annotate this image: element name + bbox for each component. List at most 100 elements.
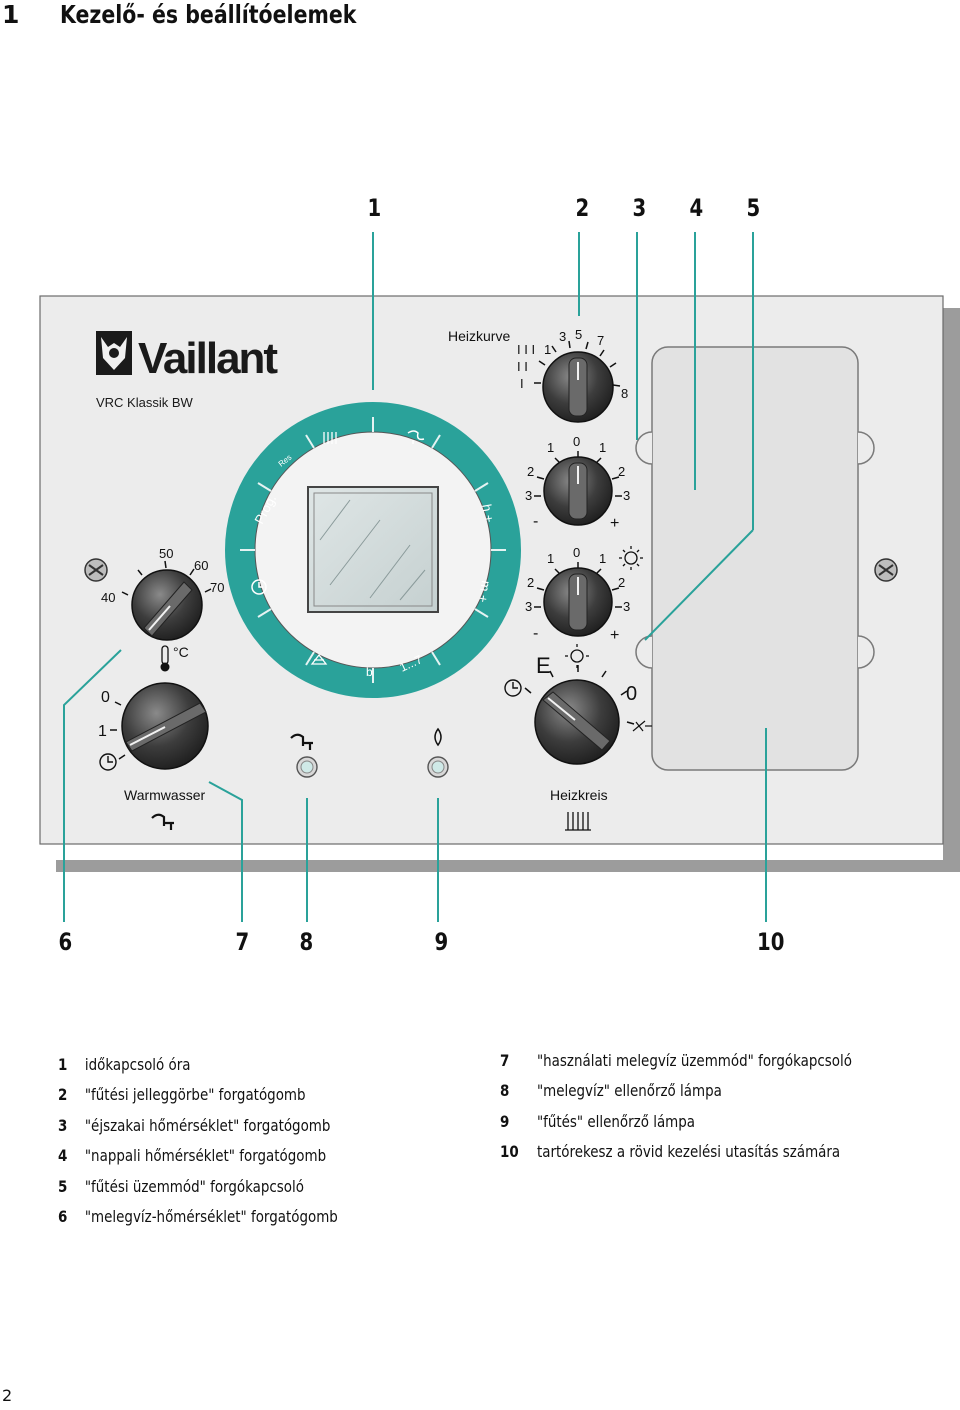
legend-item: 6"melegvíz-hőmérséklet" forgatógomb: [58, 1207, 338, 1227]
heizkurve-knob[interactable]: [542, 351, 614, 423]
callout-1: 1: [367, 194, 382, 222]
night-temp-knob[interactable]: [543, 456, 613, 526]
legend-right: 7"használati melegvíz üzemmód" forgókapc…: [500, 1046, 852, 1168]
svg-text:40: 40: [101, 590, 115, 605]
brand-text: Vaillant: [138, 334, 278, 383]
svg-text:-: -: [533, 513, 538, 530]
svg-text:+: +: [610, 515, 619, 532]
svg-text:1: 1: [547, 551, 554, 566]
warmwasser-label: Warmwasser: [124, 787, 205, 803]
legend-item: 9"fűtés" ellenőrző lámpa: [500, 1111, 696, 1131]
frost-icon: [632, 720, 652, 732]
svg-text:1: 1: [599, 551, 606, 566]
legend-item: 2"fűtési jelleggörbe" forgatógomb: [58, 1085, 306, 1105]
section-title: Kezelő- és beállítóelemek: [60, 0, 357, 29]
svg-text:60: 60: [194, 558, 208, 573]
legend-item: 8"melegvíz" ellenőrző lámpa: [500, 1081, 722, 1101]
storage-compartment: [635, 346, 875, 771]
b-label: b: [366, 665, 373, 679]
svg-text:3: 3: [623, 488, 630, 503]
lamp-tap-icon: [290, 733, 313, 750]
flame-icon: [434, 727, 442, 747]
clock-icon: [251, 579, 267, 595]
svg-text:1: 1: [547, 440, 554, 455]
ww-mode-zero: 0: [101, 689, 110, 706]
day-temp-knob[interactable]: [543, 567, 613, 637]
svg-text:3: 3: [525, 599, 532, 614]
svg-text:3: 3: [525, 488, 532, 503]
model-label: VRC Klassik BW: [96, 395, 194, 410]
callout-3: 3: [632, 194, 647, 222]
ww-ticks: [121, 560, 212, 596]
vaillant-logo: Vaillant: [96, 331, 280, 383]
night-scale: 1 0 1 2 2 3 3 - +: [525, 434, 630, 532]
svg-text:2: 2: [527, 575, 534, 590]
legend-item: 3"éjszakai hőmérséklet" forgatógomb: [58, 1115, 331, 1135]
screw-left: [84, 558, 108, 582]
callout-8: 8: [299, 928, 314, 956]
hour-plus-label: h +: [479, 503, 497, 524]
svg-text:5: 5: [575, 327, 582, 342]
mode-ticks: [524, 665, 635, 725]
page-number: 2: [2, 1386, 13, 1405]
svg-text:2: 2: [527, 464, 534, 479]
callout-6: 6: [58, 928, 73, 956]
callout-5: 5: [746, 194, 761, 222]
callout-10: 10: [757, 928, 785, 956]
timer-clock[interactable]: Prog. Res h + m + 1...7 b: [225, 402, 521, 698]
svg-text:0: 0: [573, 545, 580, 560]
svg-text:I I: I I: [517, 359, 528, 374]
ww-mode-ticks: [110, 701, 126, 760]
sun-icon: [619, 546, 643, 570]
screw-right: [874, 558, 898, 582]
off-mode-label: 0: [626, 683, 637, 705]
callout-2: 2: [575, 194, 590, 222]
svg-text:+: +: [610, 627, 619, 644]
callout-7: 7: [235, 928, 250, 956]
ww-temp-knob[interactable]: [131, 569, 203, 641]
svg-text:3: 3: [559, 329, 566, 344]
svg-text:-: -: [533, 625, 538, 642]
svg-text:0: 0: [573, 434, 580, 449]
svg-text:2: 2: [618, 464, 625, 479]
party-icon: [310, 653, 328, 665]
heizkurve-ticks: [534, 340, 621, 387]
svg-text:2: 2: [618, 575, 625, 590]
mode-sun-icon: [565, 644, 589, 668]
legend-item: 7"használati melegvíz üzemmód" forgókapc…: [500, 1051, 852, 1070]
svg-text:70: 70: [210, 580, 224, 595]
svg-text:I: I: [520, 376, 524, 391]
callout-4: 4: [689, 194, 704, 222]
heating-indicator-lamp: [427, 756, 449, 778]
heizkreis-radiator-icon: [565, 812, 591, 831]
heizkreis-label: Heizkreis: [550, 787, 608, 803]
svg-text:1: 1: [544, 342, 551, 357]
svg-text:1: 1: [599, 440, 606, 455]
legend-item: 5"fűtési üzemmód" forgókapcsoló: [58, 1176, 304, 1196]
ww-indicator-lamp: [296, 756, 318, 778]
radiator-icon: [323, 432, 337, 444]
minute-plus-label: m +: [475, 579, 494, 603]
leader-lines: [63, 232, 767, 922]
svg-text:50: 50: [159, 546, 173, 561]
day-scale: 1 0 1 2 2 3 3 - +: [525, 545, 630, 644]
heizkurve-scale: I I I I I I 1 3 5 7 8: [517, 327, 628, 401]
night-ticks: [534, 451, 622, 497]
svg-text:3: 3: [623, 599, 630, 614]
tap-icon: [407, 430, 425, 444]
ww-mode-one: 1: [98, 723, 107, 740]
ww-clock-icon: [99, 753, 117, 771]
eco-mode-label: E: [536, 653, 551, 678]
svg-text:I I I: I I I: [517, 342, 535, 357]
thermometer-icon: [160, 645, 170, 672]
svg-text:8: 8: [621, 386, 628, 401]
heating-mode-switch[interactable]: [534, 679, 620, 765]
ww-tap-icon: [151, 813, 174, 830]
svg-text:7: 7: [597, 333, 604, 348]
ww-mode-switch[interactable]: [121, 682, 209, 770]
celsius-unit: °C: [173, 644, 189, 660]
